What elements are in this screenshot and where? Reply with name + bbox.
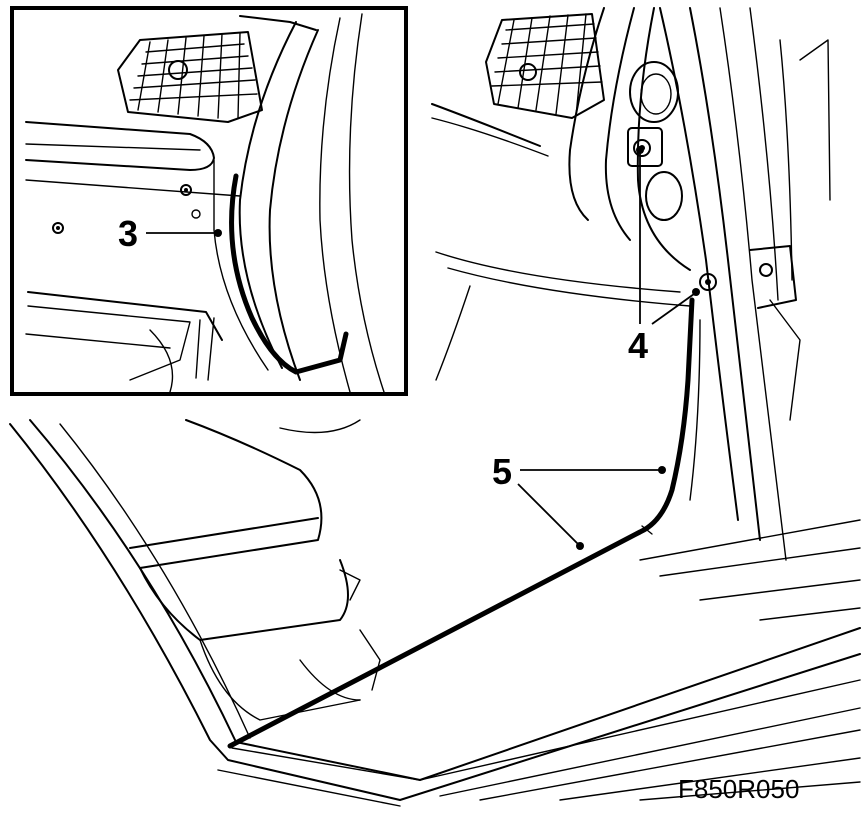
front-seat [129,419,381,721]
wiring-harness-inset [229,173,349,375]
door-sill [9,419,861,807]
b-pillar [659,7,787,561]
vent-knob [168,60,188,80]
callout-4-leader-b [651,293,695,325]
inset-frame [10,6,408,396]
callout-4-label: 4 [628,325,648,366]
callout-5-leader-b [517,483,579,545]
callout-5-label: 5 [492,451,512,492]
air-vent-grille [117,31,263,123]
wiring-harness [227,297,695,749]
figure-id: F850R050 [678,774,799,804]
screw-icon [52,222,64,234]
callout-3-dot [214,229,222,237]
bolt-icon [759,263,773,277]
main-view: 4 5 [9,7,861,807]
screw-icon [180,184,192,196]
callout-3-label: 3 [118,213,138,254]
dashboard-upper [431,7,831,421]
inset-detail: 3 [10,6,408,396]
